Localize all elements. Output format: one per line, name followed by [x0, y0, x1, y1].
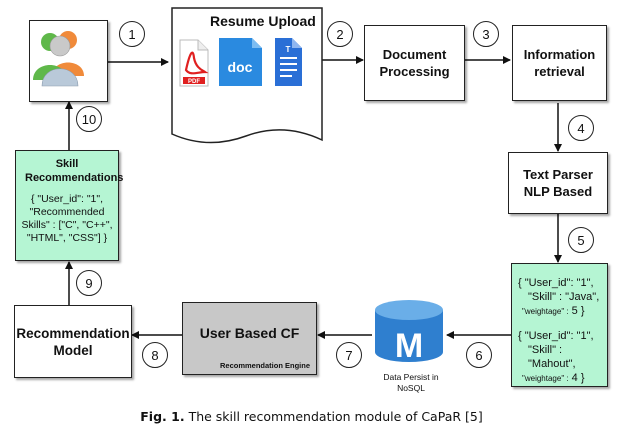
record2-weight-key: "weightage" :	[522, 374, 569, 383]
user-based-cf-box: User Based CF Recommendation Engine	[182, 302, 317, 375]
gdoc-glyph: T	[286, 45, 291, 54]
document-processing-label: Document Processing	[379, 47, 450, 79]
step-1: 1	[119, 21, 145, 47]
record1-weight: "weightage" : 5 }	[518, 304, 601, 319]
user-based-cf-subtitle: Recommendation Engine	[219, 361, 310, 370]
step-6: 6	[466, 342, 492, 368]
skill-rec-line1: { "User_id": "1",	[30, 193, 104, 205]
figure-caption-text: The skill recommendation module of CaPaR…	[184, 409, 483, 424]
step-9: 9	[76, 270, 102, 296]
parsed-records-box: { "User_id": "1", "Skill" : "Java", "wei…	[511, 263, 608, 387]
doc-label: doc	[228, 59, 253, 75]
recommendation-model-label: Recommendation Model	[16, 325, 130, 358]
google-docs-icon	[275, 38, 302, 86]
record1-line2: "Skill" : "Java",	[528, 291, 600, 303]
document-processing-box: Document Processing	[364, 25, 465, 101]
step-10: 10	[76, 106, 102, 132]
doc-file-icon	[219, 38, 262, 86]
record2-line1: { "User_id": "1",	[518, 330, 594, 342]
resume-upload-title: Resume Upload	[210, 13, 316, 29]
record2-line2: "Skill" : "Mahout",	[528, 344, 576, 370]
datastore-cylinder-icon	[375, 300, 443, 362]
record1-weight-key: "weightage" :	[522, 307, 569, 316]
figure-caption: Fig. 1. The skill recommendation module …	[0, 409, 623, 424]
datastore-caption: Data Persist in NoSQL	[383, 372, 439, 393]
recommendation-model-box: Recommendation Model	[14, 305, 132, 378]
datastore-letter: M	[395, 327, 423, 365]
users-node	[29, 20, 108, 102]
skill-rec-line4: "HTML", "CSS"] }	[26, 232, 108, 244]
step-5: 5	[568, 227, 594, 253]
record1-weight-val: 5 }	[568, 305, 585, 317]
step-4: 4	[568, 115, 594, 141]
skill-rec-line3: Skills" : ["C", "C++",	[21, 219, 113, 231]
users-group-icon	[33, 31, 84, 87]
skill-recommendations-box: Skill Recommendations { "User_id": "1", …	[15, 150, 124, 261]
skill-rec-line2: "Recommended	[29, 206, 105, 218]
skill-recommendations-title: Skill Recommendations	[25, 158, 124, 184]
step-3: 3	[473, 21, 499, 47]
user-based-cf-title: User Based CF	[199, 325, 300, 341]
pdf-file-icon	[179, 39, 209, 87]
figure-caption-prefix: Fig. 1.	[140, 409, 185, 424]
record2-weight-val: 4 }	[568, 372, 585, 384]
information-retrieval-box: Information retrieval	[512, 25, 607, 101]
text-parser-label: Text Parser NLP Based	[523, 167, 593, 199]
record1-line1: { "User_id": "1",	[518, 277, 594, 289]
pdf-label: PDF	[188, 79, 200, 85]
text-parser-box: Text Parser NLP Based	[508, 152, 608, 214]
step-7: 7	[336, 342, 362, 368]
step-2: 2	[327, 21, 353, 47]
information-retrieval-label: Information retrieval	[523, 47, 596, 79]
step-8: 8	[142, 342, 168, 368]
record2-weight: "weightage" : 4 }	[518, 371, 601, 386]
